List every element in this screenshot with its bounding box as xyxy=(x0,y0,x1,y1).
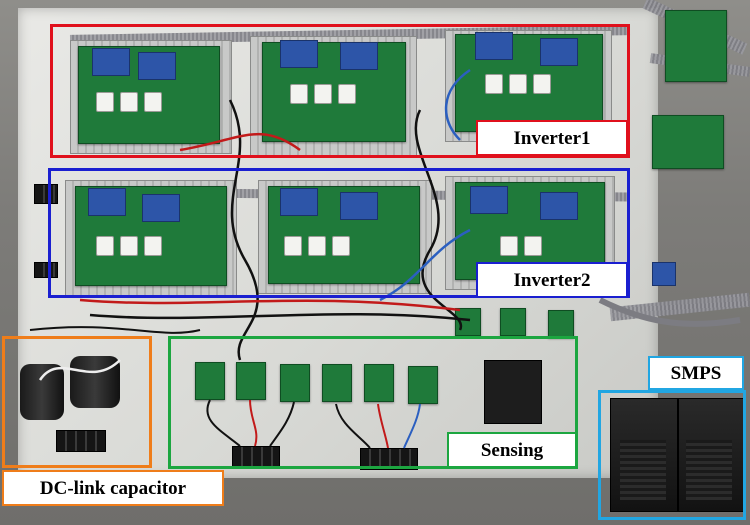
gate-driver-module xyxy=(475,32,513,60)
gate-driver-module xyxy=(470,186,508,214)
relay xyxy=(290,84,308,104)
dc-link-capacitor xyxy=(20,364,64,420)
sensing-frame xyxy=(168,336,578,469)
relay xyxy=(524,236,542,256)
relay xyxy=(96,92,114,112)
relay xyxy=(144,92,162,112)
inverter1-label: Inverter1 xyxy=(476,120,628,156)
smps-label: SMPS xyxy=(648,356,744,390)
relay xyxy=(144,236,162,256)
dc-link-capacitor xyxy=(70,356,120,408)
relay xyxy=(120,92,138,112)
fuse-holder-block xyxy=(484,360,542,424)
voltage-sensor-board xyxy=(408,366,438,404)
gate-driver-module xyxy=(540,38,578,66)
relay xyxy=(120,236,138,256)
gate-driver-module xyxy=(138,52,176,80)
inverter2-frame xyxy=(48,168,630,298)
gate-driver-module xyxy=(92,48,130,76)
voltage-sensor-board xyxy=(195,362,225,400)
gate-driver-module xyxy=(340,192,378,220)
gate-driver-module xyxy=(340,42,378,70)
relay xyxy=(500,236,518,256)
voltage-sensor-board xyxy=(236,362,266,400)
sensing-label: Sensing xyxy=(447,432,577,468)
gate-driver-module xyxy=(142,194,180,222)
relay xyxy=(338,84,356,104)
relay xyxy=(284,236,302,256)
gate-driver-module xyxy=(88,188,126,216)
relay xyxy=(332,236,350,256)
power-supply-vent xyxy=(686,440,732,500)
terminal-block xyxy=(56,430,106,452)
inverter1-frame xyxy=(50,24,630,158)
voltage-sensor-board xyxy=(322,364,352,402)
smps-frame xyxy=(598,390,746,520)
sensor-board xyxy=(548,310,574,338)
gate-driver-module xyxy=(540,192,578,220)
gate-driver-module xyxy=(280,40,318,68)
terminal-block xyxy=(34,262,58,278)
relay xyxy=(509,74,527,94)
dclink-label: DC-link capacitor xyxy=(2,470,224,506)
interface-board xyxy=(652,115,724,169)
relay xyxy=(314,84,332,104)
voltage-sensor-board xyxy=(280,364,310,402)
interface-board xyxy=(665,10,727,82)
power-supply-vent xyxy=(620,440,666,500)
dclink-frame xyxy=(2,336,152,468)
relay xyxy=(485,74,503,94)
voltage-sensor-board xyxy=(364,364,394,402)
connector-module xyxy=(652,262,676,286)
sensor-board xyxy=(455,308,481,336)
relay xyxy=(96,236,114,256)
relay xyxy=(308,236,326,256)
terminal-block xyxy=(34,184,58,204)
sensor-board xyxy=(500,308,526,336)
terminal-block xyxy=(360,448,418,470)
relay xyxy=(533,74,551,94)
inverter2-label: Inverter2 xyxy=(476,262,628,298)
gate-driver-module xyxy=(280,188,318,216)
